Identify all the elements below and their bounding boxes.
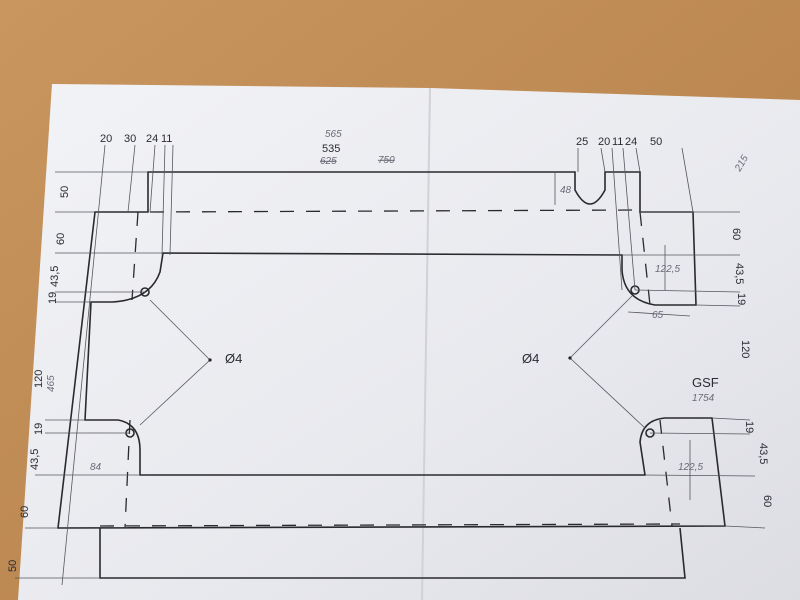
slot-depth-label: 48 [560,185,572,196]
inner-annotations: 122,5 122,5 65 Ø4 Ø4 GSF 1754 [225,264,719,473]
dim-label: 43,5 [733,263,745,284]
paper-fold [421,87,431,600]
dim-label: 120 [739,340,751,358]
inner-dim-bottom: 122,5 [678,462,703,473]
dim-label: 60 [55,233,67,245]
hole-diameter-right: Ø4 [522,351,539,366]
dim-label: 60 [730,228,742,240]
dim-label: 24 [625,136,637,148]
dimension-lines [15,144,766,586]
dim-label: 19 [33,423,45,435]
dim-label: 43,5 [29,449,41,470]
part-number: 1754 [692,393,715,404]
inner-dim-top: 122,5 [655,264,680,275]
dim-label: 50 [650,136,662,148]
dim-label: 20 [100,133,112,145]
dim-label: 50 [7,560,19,572]
faint-note: 84 [90,462,102,473]
part-code: GSF [692,375,719,390]
dim-label: 60 [761,495,773,507]
dim-label-handwritten: 465 [46,375,57,392]
dim-label: 30 [124,133,136,145]
dim-label-handwritten: 565 [325,129,342,140]
dim-label: 60 [19,506,31,518]
dim-label-struck: 625 [320,156,337,167]
dim-label: 535 [322,143,340,155]
dim-label: 50 [59,186,71,198]
right-dimensions: 60 43,5 19 120 19 43,5 60 [730,228,773,507]
dim-label: 25 [576,136,588,148]
dim-label: 19 [47,292,59,304]
dim-label: 19 [735,293,747,305]
dim-label: 19 [743,421,755,433]
dim-label: 11 [612,136,623,148]
hole-diameter-left: Ø4 [225,351,242,366]
hidden-lines [99,209,681,529]
left-dimensions: 50 60 43,5 19 120 465 19 43,5 60 50 84 [7,186,102,572]
dim-label: 11 [161,133,172,145]
width-dim: 65 [652,310,664,321]
top-center-dimensions: 565 535 625 750 [320,129,395,167]
paper-sheet [18,84,800,600]
top-left-dimensions: 20 30 24 11 [100,133,172,145]
dim-label: 43,5 [757,443,769,464]
part-outline [57,171,726,579]
dim-label-struck: 750 [378,155,395,166]
dim-label: 43,5 [49,266,61,287]
dim-label: 20 [598,136,610,148]
dim-label: 120 [33,370,45,388]
dim-label: 24 [146,133,158,145]
